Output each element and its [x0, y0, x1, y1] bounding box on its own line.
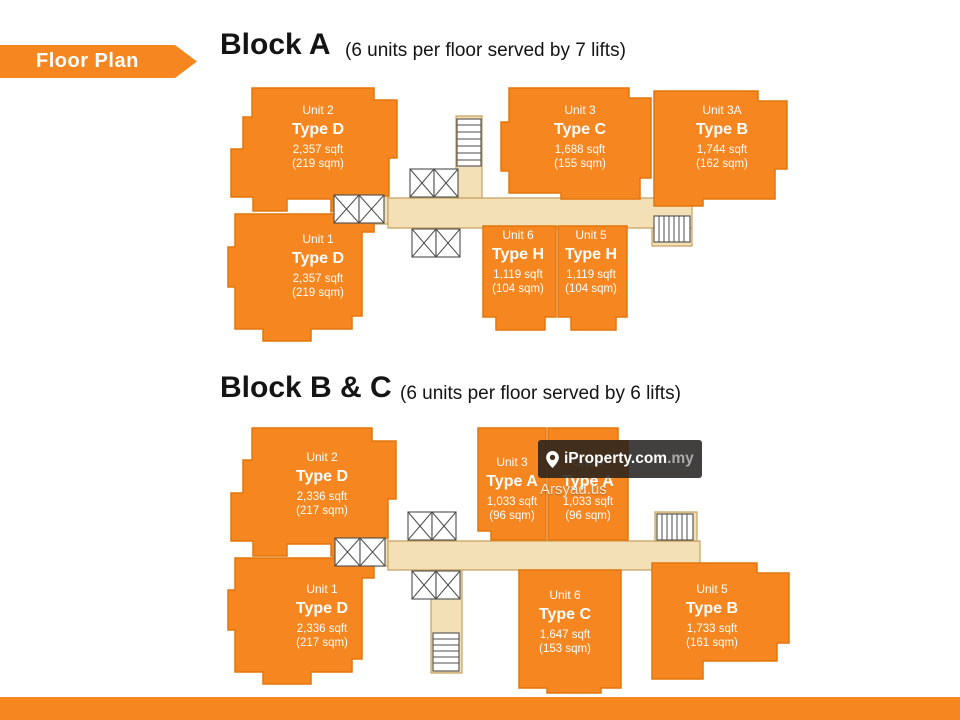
- unit-a1-shape: [227, 213, 375, 342]
- unit-b1-shape: [227, 557, 375, 685]
- unit-a3a-shape: [653, 90, 788, 207]
- unit-b3-shape: [477, 427, 547, 541]
- lift-shaft-icon: [334, 537, 386, 567]
- location-pin-icon: [546, 450, 559, 468]
- ribbon-label: Floor Plan: [36, 50, 139, 72]
- floor-plan-ribbon: Floor Plan: [0, 45, 197, 78]
- unit-a3-shape: [500, 87, 652, 200]
- block-bc-plan: [227, 427, 790, 694]
- secondary-watermark: Arsyad.us: [540, 481, 607, 498]
- unit-a2-shape: [230, 87, 398, 212]
- stairs-icon: [656, 513, 694, 541]
- lift-shaft-icon: [407, 511, 457, 541]
- stairs-icon: [456, 118, 482, 167]
- iproperty-watermark: iProperty.com.my: [538, 440, 702, 478]
- block-bc-title: Block B & C: [220, 371, 392, 404]
- unit-b6-shape: [518, 569, 622, 694]
- block-a-title: Block A: [220, 28, 331, 61]
- lift-shaft-icon: [411, 228, 461, 258]
- stairs-icon: [432, 632, 460, 672]
- watermark-text-suffix: .my: [667, 450, 694, 467]
- lift-shaft-icon: [411, 570, 461, 600]
- bottom-accent-bar: [0, 697, 960, 720]
- block-a-corridor-main: [387, 197, 693, 229]
- block-bc-subtitle: (6 units per floor served by 6 lifts): [400, 383, 681, 404]
- unit-b5-shape: [651, 562, 790, 680]
- unit-a6-shape: [482, 225, 557, 331]
- block-a-subtitle: (6 units per floor served by 7 lifts): [345, 40, 626, 61]
- block-a-plan: [227, 87, 788, 342]
- unit-a5-shape: [557, 225, 628, 331]
- unit-b2-shape: [230, 427, 397, 557]
- lift-shaft-icon: [333, 194, 385, 224]
- lift-shaft-icon: [409, 168, 459, 198]
- watermark-text: iProperty.com: [564, 450, 668, 467]
- stairs-icon: [653, 215, 691, 243]
